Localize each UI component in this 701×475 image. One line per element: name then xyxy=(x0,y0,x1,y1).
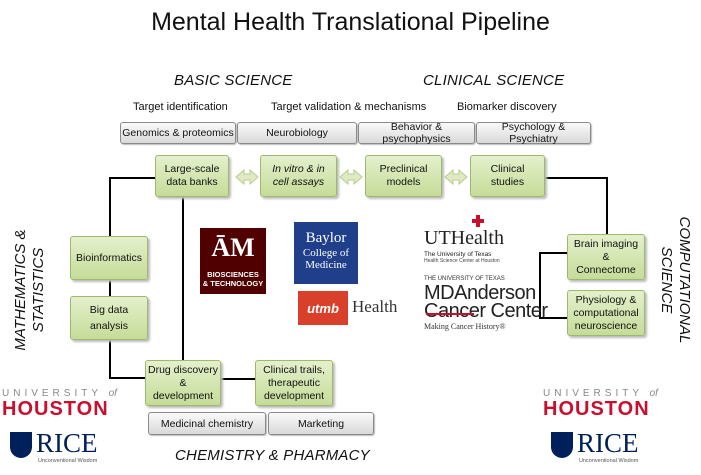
physio-line2: computational xyxy=(573,306,639,319)
clinical-line1: Clinical xyxy=(490,163,525,175)
tamu-line2: & TECHNOLOGY xyxy=(202,279,264,288)
double-arrow-2 xyxy=(339,168,363,186)
databanks-box: Large-scale data banks xyxy=(155,155,229,197)
invitro-line1: In vitro & in xyxy=(272,163,325,175)
drug-discovery-box: Drug discovery & development xyxy=(145,360,221,406)
mda-tagline: Making Cancer History® xyxy=(424,322,506,331)
genomics-box: Genomics & proteomics xyxy=(120,122,236,144)
clinical-trials-box: Clinical trails, therapeutic development xyxy=(255,360,333,406)
mda-line1: MDAnderson xyxy=(424,282,536,304)
double-arrow-1 xyxy=(235,168,259,186)
target-validation-label: Target validation & mechanisms xyxy=(271,101,427,113)
trials-line3: development xyxy=(263,389,325,402)
preclinical-line1: Preclinical xyxy=(379,163,428,175)
baylor-line3: Medicine xyxy=(305,259,347,271)
baylor-logo: Baylor College of Medicine xyxy=(294,222,358,284)
target-identification-label: Target identification xyxy=(133,101,228,113)
page-title: Mental Health Translational Pipeline xyxy=(151,8,550,36)
brain-imaging-box: Brain imaging & Connectome xyxy=(567,234,645,280)
rice-left: RICE xyxy=(36,428,98,458)
neurobiology-box: Neurobiology xyxy=(237,122,357,144)
invitro-line2: cell assays xyxy=(272,176,325,188)
math-stats-heading: MATHEMATICS & STATISTICS xyxy=(8,220,52,360)
uthealth-logo: UTHealth The University of Texas Health … xyxy=(424,215,534,265)
databanks-line1: Large-scale xyxy=(164,163,220,175)
behavior-box: Behavior & psychophysics xyxy=(358,121,475,145)
uh-rice-logo-right: UNIVERSITY of HOUSTON RICE Unconventiona… xyxy=(543,388,671,472)
utmb-logo: utmb Health xyxy=(298,291,410,325)
connector-clinical-right xyxy=(544,177,608,234)
chemistry-pharmacy-heading: CHEMISTRY & PHARMACY xyxy=(175,447,370,464)
uh-university-left: UNIVERSITY of xyxy=(2,388,117,399)
trials-line2: therapeutic xyxy=(268,376,320,389)
uthealth-sub1: The University of Texas xyxy=(424,251,492,258)
bigdata-box: Big data analysis xyxy=(70,296,148,340)
mda-line2: Cancer Center xyxy=(424,300,548,322)
trials-line1: Clinical trails, xyxy=(263,363,325,376)
physio-line1: Physiology & xyxy=(575,293,637,306)
preclinical-line2: models xyxy=(386,176,421,188)
bioinformatics-box: Bioinformatics xyxy=(70,236,148,280)
baylor-line2: College of xyxy=(302,247,350,259)
uh-of-left: of xyxy=(108,388,117,399)
tamu-mark: ĀM xyxy=(211,233,255,262)
math-heading-line2: STATISTICS xyxy=(30,247,47,333)
drug-line3: development xyxy=(152,389,214,402)
double-arrow-3 xyxy=(444,168,468,186)
baylor-line1: Baylor xyxy=(305,230,347,246)
basic-science-heading: BASIC SCIENCE xyxy=(174,72,293,89)
mdanderson-logo: THE UNIVERSITY OF TEXAS MDAnderson Cance… xyxy=(424,276,564,334)
rice-tag-right: Unconventional Wisdom xyxy=(579,458,639,464)
brain-line2: & xyxy=(602,250,610,263)
math-heading-line1: MATHEMATICS & xyxy=(12,229,29,351)
comp-heading-line1: COMPUTATIONAL xyxy=(676,216,693,344)
uh-houston-left: HOUSTON xyxy=(2,398,109,420)
databanks-line2: data banks xyxy=(166,176,218,188)
uh-rice-logo-left: UNIVERSITY of HOUSTON RICE Unconventiona… xyxy=(2,388,130,472)
preclinical-box: Preclinical models xyxy=(365,155,442,197)
tamu-logo: ĀM BIOSCIENCES & TECHNOLOGY xyxy=(200,228,266,294)
mda-strike xyxy=(426,313,474,315)
brain-line1: Brain imaging xyxy=(573,237,639,250)
psychology-box: Psychology & Psychiatry xyxy=(476,121,591,145)
uh-university-text-right: UNIVERSITY xyxy=(543,388,643,399)
clinical-studies-box: Clinical studies xyxy=(470,155,545,197)
rice-right: RICE xyxy=(577,428,639,458)
bigdata-line1: Big data xyxy=(89,304,129,316)
drug-line1: Drug discovery xyxy=(147,363,219,376)
uthealth-wordmark: UTHealth xyxy=(424,227,504,250)
uh-of-right: of xyxy=(649,388,658,399)
rice-shield-icon-left xyxy=(10,432,32,458)
uthealth-icon xyxy=(472,215,484,227)
connector-right-bracket xyxy=(539,252,567,319)
uh-university-right: UNIVERSITY of xyxy=(543,388,658,399)
clinical-line2: studies xyxy=(490,176,525,188)
medicinal-chemistry-box: Medicinal chemistry xyxy=(148,412,266,435)
physio-line3: neuroscience xyxy=(574,319,638,332)
uh-houston-right: HOUSTON xyxy=(543,398,650,420)
bigdata-line2: analysis xyxy=(90,320,128,332)
uh-university-text-left: UNIVERSITY xyxy=(2,388,102,399)
clinical-science-heading: CLINICAL SCIENCE xyxy=(423,72,565,89)
uthealth-ut: UT xyxy=(424,227,451,249)
mda-top: THE UNIVERSITY OF TEXAS xyxy=(424,276,505,282)
utmb-mark: utmb xyxy=(298,291,348,325)
uthealth-sub2: Health Science Center at Houston xyxy=(424,258,500,264)
uthealth-health: Health xyxy=(450,227,504,249)
physiology-box: Physiology & computational neuroscience xyxy=(567,290,645,336)
biomarker-discovery-label: Biomarker discovery xyxy=(457,101,557,113)
comp-heading-line2: SCIENCE xyxy=(658,246,675,314)
utmb-health: Health xyxy=(352,297,398,316)
tamu-line1: BIOSCIENCES xyxy=(207,270,259,279)
rice-shield-icon-right xyxy=(551,432,573,458)
rice-tag-left: Unconventional Wisdom xyxy=(38,458,98,464)
computational-science-heading: COMPUTATIONAL SCIENCE xyxy=(653,210,697,350)
drug-line2: & xyxy=(179,376,187,389)
invitro-box: In vitro & in cell assays xyxy=(260,155,337,197)
brain-line3: Connectome xyxy=(576,263,636,276)
marketing-box: Marketing xyxy=(268,412,374,435)
